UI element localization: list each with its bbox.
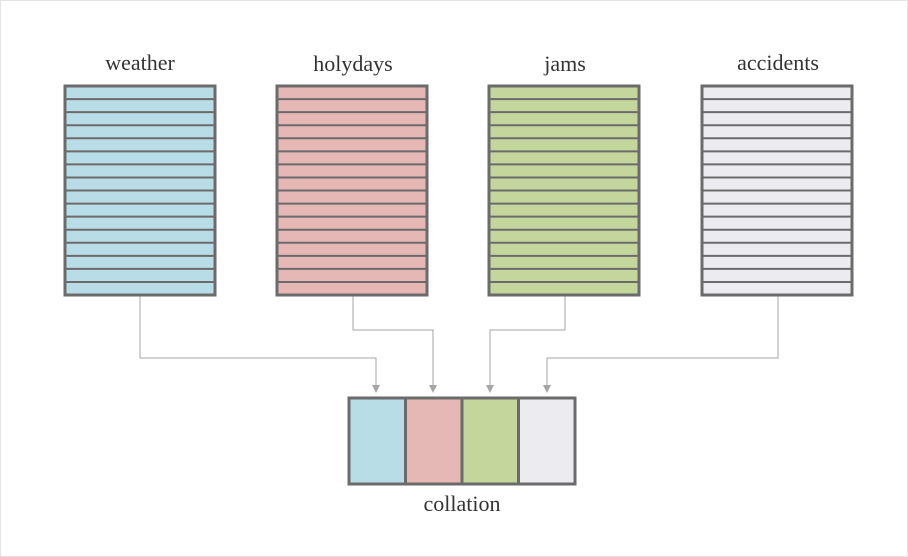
collation-cell-holydays [404, 396, 464, 486]
connector-accidents [543, 296, 779, 393]
source-table-jams [487, 84, 641, 297]
connector-jams [486, 296, 566, 393]
collation-cell-accidents [517, 396, 577, 486]
connector-holydays [352, 296, 437, 393]
label-holydays: holydays [313, 51, 392, 76]
label-collation: collation [424, 491, 501, 516]
source-table-weather [63, 84, 217, 297]
label-weather: weather [105, 50, 175, 75]
source-table-accidents [700, 84, 854, 297]
collation-cell-jams [460, 396, 520, 486]
label-accidents: accidents [737, 50, 819, 75]
collation-table [347, 396, 577, 486]
label-jams: jams [543, 51, 586, 76]
source-table-holydays [275, 84, 429, 297]
table-holydays-outline [275, 84, 429, 297]
table-jams-outline [487, 84, 641, 297]
table-weather-outline [63, 84, 217, 297]
collation-cell-weather [347, 396, 407, 486]
connector-weather [139, 296, 380, 393]
table-accidents-outline [700, 84, 854, 297]
connector-lines [139, 296, 779, 393]
